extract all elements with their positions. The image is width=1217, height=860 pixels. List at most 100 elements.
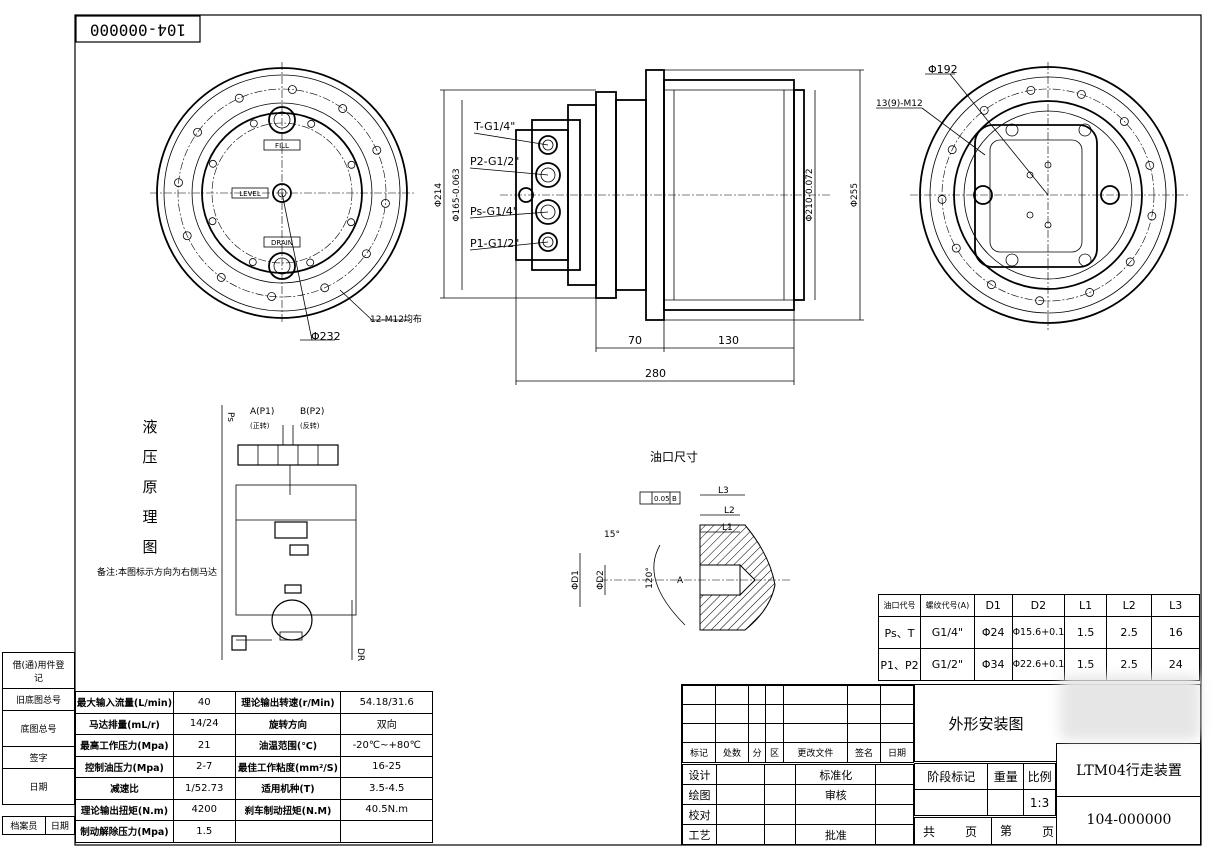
- hyd-title-3: 原: [142, 478, 157, 496]
- reg-sign: 签字: [2, 746, 75, 769]
- port-ps-label: Ps-G1/4": [470, 205, 518, 218]
- reg-borrow: 借(通)用件登记: [2, 652, 75, 689]
- hyd-reverse-label: (反转): [300, 421, 320, 430]
- scale-value: 1:3: [1023, 789, 1056, 816]
- spec-cell: 最大输入流量(L/min): [75, 691, 174, 714]
- port-p1-label: P1-G1/2": [470, 237, 519, 250]
- level-label: LEVEL: [239, 190, 261, 198]
- spec-cell: 双向: [340, 712, 433, 735]
- spec-cell: 理论输出转速(r/Min): [234, 691, 342, 714]
- tol-label: 0.05: [654, 495, 670, 503]
- spec-cell: 刹车制动扭矩(N.M): [234, 798, 342, 821]
- spec-cell: -20℃~+80℃: [340, 734, 433, 757]
- bolt-hole: [208, 217, 217, 226]
- spec-cell: 制动解除压力(Mpa): [75, 820, 174, 843]
- bolt-hole: [1085, 288, 1095, 297]
- revision-header-cell: 区: [765, 742, 784, 763]
- bolt-hole: [347, 160, 356, 169]
- l3-label: L3: [718, 486, 729, 496]
- bolt-hole: [216, 273, 226, 282]
- role2-label: [795, 804, 877, 825]
- hyd-forward-label: (正转): [250, 421, 270, 430]
- bolt-hole: [362, 249, 371, 259]
- registration-block: 借(通)用件登记 旧底图总号 底图总号 签字 日期: [2, 652, 75, 805]
- port-cell: 24: [1151, 648, 1200, 681]
- reg-base: 底图总号: [2, 710, 75, 747]
- hyd-note: 备注:本图标示方向为右侧马达: [97, 566, 217, 578]
- drawing-number-rotated: 104-000000: [90, 21, 186, 40]
- revision-grid: 标记处数分区更改文件签名日期: [682, 685, 915, 763]
- spec-cell: 14/24: [172, 712, 236, 735]
- bolt-hole: [1026, 85, 1036, 95]
- spec-cell: 54.18/31.6: [340, 691, 433, 714]
- revision-header-cell: 更改文件: [782, 742, 848, 763]
- role-label: 设计: [682, 764, 717, 785]
- port-header-cell: 油口代号: [878, 594, 921, 617]
- bolt-hole: [372, 145, 382, 155]
- sheet-border: [74, 14, 1202, 846]
- archive-block: 档案员 日期: [2, 816, 76, 835]
- spec-cell: 理论输出扭矩(N.m): [75, 798, 174, 821]
- bolt-hole: [306, 258, 315, 267]
- dia214-label: Φ214: [434, 183, 444, 208]
- revision-header-cell: 处数: [715, 742, 749, 763]
- letter-a-label: A: [677, 576, 684, 586]
- page-count: 共 页 第 页: [914, 817, 1057, 845]
- bolt-hole: [937, 195, 947, 204]
- spec-cell: [234, 820, 342, 843]
- nth-label: 第: [991, 818, 1012, 845]
- bolt-hole: [947, 145, 957, 155]
- port-header-cell: D2: [1011, 594, 1066, 617]
- bolt-hole: [307, 120, 316, 128]
- bolt-hole: [381, 198, 390, 208]
- bolt-hole: [1145, 160, 1155, 170]
- port-cell: Φ34: [973, 648, 1013, 681]
- l2-label: L2: [724, 506, 735, 516]
- bolt13-label: 13(9)-M12: [876, 99, 923, 109]
- spec-cell: 最佳工作粘度(mm²/S): [234, 755, 342, 778]
- bolt-hole: [1035, 296, 1045, 306]
- spec-cell: 油温范围(℃): [234, 734, 342, 757]
- dim70-label: 70: [628, 334, 642, 347]
- bolt-hole: [287, 85, 297, 94]
- port-detail: 油口尺寸 0.05 B L3 L2 L1 ΦD1 ΦD2 15° 120° A: [571, 450, 790, 631]
- spec-cell: 减速比: [75, 777, 174, 800]
- hyd-title-4: 理: [142, 508, 157, 526]
- port-title: 油口尺寸: [650, 450, 698, 464]
- datum-label: B: [672, 495, 677, 503]
- hyd-ps-label: Ps: [225, 412, 235, 422]
- product-number: 104-000000: [1056, 795, 1201, 844]
- end-view-left: FILL LEVEL DRAIN Φ232 12-M12均布: [150, 62, 422, 343]
- hyd-b-label: B(P2): [300, 407, 324, 417]
- stage-mark-label: 阶段标记: [913, 763, 989, 790]
- role-grid: 设计标准化绘图审核校对工艺批准: [682, 764, 914, 845]
- bolt-hole: [1147, 211, 1157, 221]
- spec-cell: 适用机种(T): [234, 777, 342, 800]
- spec-cell: 2-7: [172, 755, 236, 778]
- total-label: 共: [923, 825, 936, 839]
- port-cell: G1/2": [919, 648, 975, 681]
- spec-cell: 40: [172, 691, 236, 714]
- hyd-title-5: 图: [142, 538, 157, 556]
- dia192-label: Φ192: [928, 63, 958, 76]
- bolt-hole: [1119, 117, 1129, 126]
- port-cell: 2.5: [1105, 648, 1153, 681]
- drawing-title: 外形安装图: [914, 685, 1057, 762]
- role2-label: 批准: [795, 824, 877, 845]
- weight-label: 重量: [987, 763, 1025, 790]
- spec-cell: 1.5: [172, 820, 236, 843]
- bolt-hole: [338, 104, 348, 113]
- bolt-hole: [1077, 90, 1086, 99]
- port-cell: 1.5: [1064, 616, 1107, 649]
- side-view: T-G1/4" P2-G1/2" Ps-G1/4" P1-G1/2" Φ214 …: [434, 69, 864, 385]
- stage-grid: 阶段标记 重量 比例 1:3: [913, 763, 1056, 816]
- page-label-2: 页: [1042, 825, 1055, 839]
- dia232-label: Φ232: [311, 330, 341, 343]
- hydraulic-schematic: 液 压 原 理 图 备注:本图标示方向为右侧马达 Ps A(P1) B(P2) …: [97, 405, 365, 661]
- bolt-hole: [267, 292, 277, 301]
- d2-label: ΦD2: [596, 570, 606, 590]
- dim130-label: 130: [718, 334, 739, 347]
- archive-clerk: 档案员: [2, 816, 46, 835]
